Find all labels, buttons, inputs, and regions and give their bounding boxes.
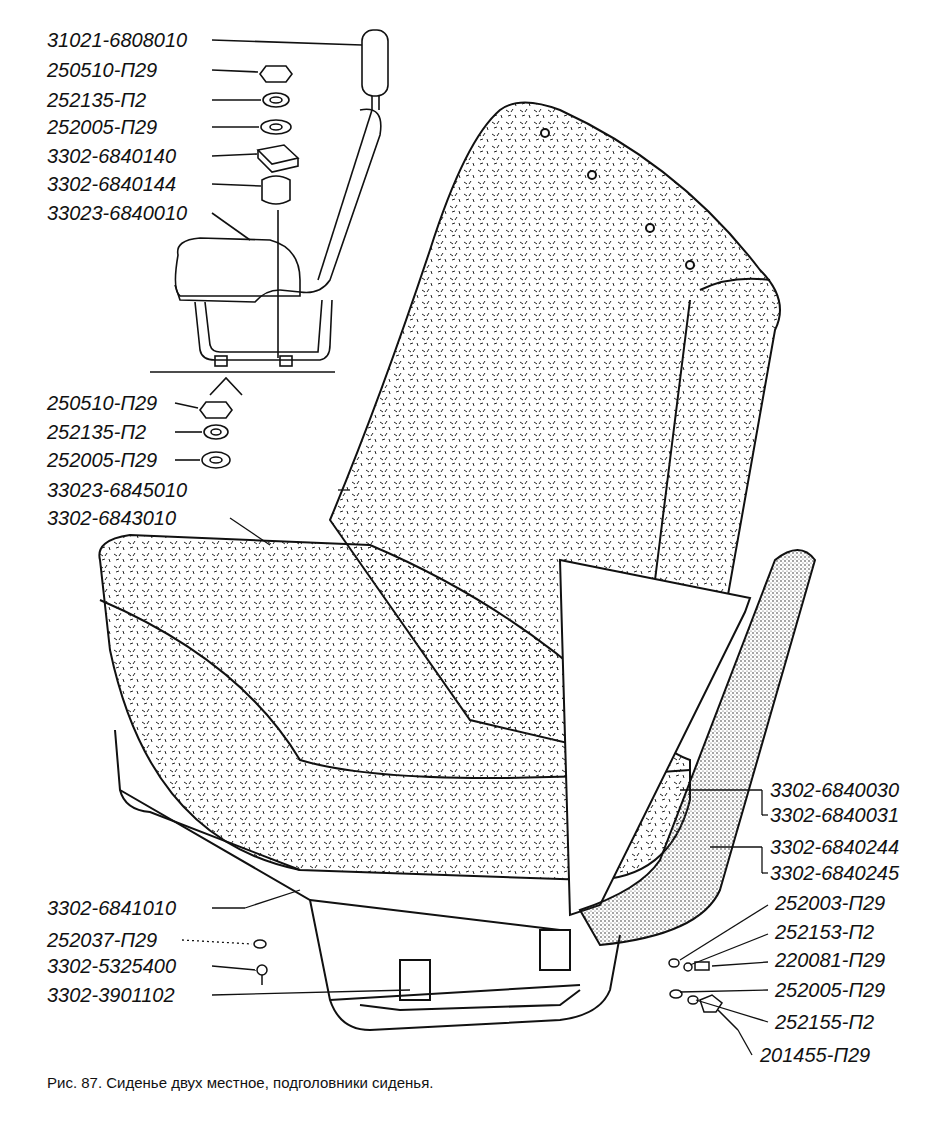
part-number: 252153-П2 <box>775 920 874 944</box>
part-number: 252005-П29 <box>775 978 885 1002</box>
part-number: 220081-П29 <box>775 948 885 972</box>
part-number: 252005-П29 <box>47 115 157 139</box>
part-number: 3302-3901102 <box>47 983 175 1007</box>
part-number: 33023-6845010 <box>47 478 187 502</box>
part-number: 201455-П29 <box>760 1043 870 1067</box>
part-number: 3302-6840031 <box>770 803 899 827</box>
part-number: 250510-П29 <box>47 58 157 82</box>
part-number: 252037-П29 <box>47 928 157 952</box>
part-number: 33023-6840010 <box>47 201 187 225</box>
part-number: 252155-П2 <box>775 1010 874 1034</box>
figure-caption: Рис. 87. Сиденье двух местное, подголовн… <box>47 1073 433 1093</box>
part-number: 3302-6840140 <box>47 144 176 168</box>
part-number: 3302-6840245 <box>770 861 899 885</box>
part-number: 3302-5325400 <box>47 954 176 978</box>
part-number: 252135-П2 <box>47 420 146 444</box>
part-number: 3302-6843010 <box>47 506 176 530</box>
part-number: 31021-6808010 <box>47 28 187 52</box>
part-number: 252135-П2 <box>47 88 146 112</box>
part-number: 252003-П29 <box>775 891 885 915</box>
part-number: 3302-6840030 <box>770 778 899 802</box>
part-number: 3302-6841010 <box>47 896 176 920</box>
part-number: 3302-6840144 <box>47 172 176 196</box>
part-number: 3302-6840244 <box>770 835 899 859</box>
part-number: 250510-П29 <box>47 391 157 415</box>
part-number: 252005-П29 <box>47 448 157 472</box>
